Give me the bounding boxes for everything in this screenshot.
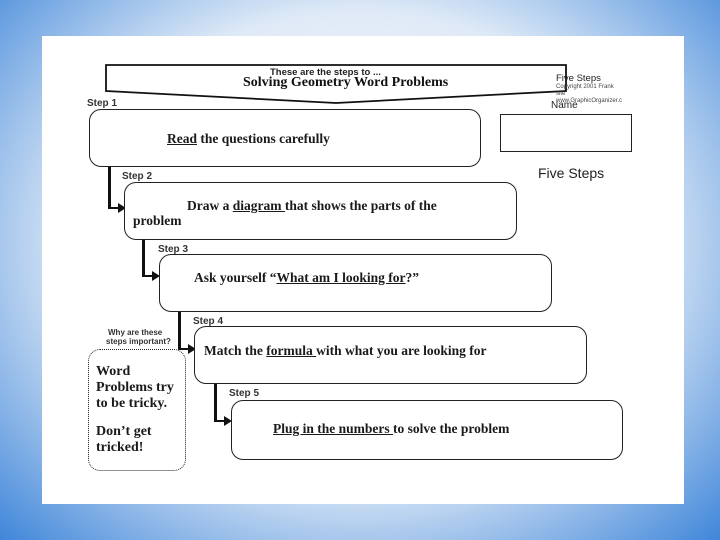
arrow-2-vertical	[142, 240, 145, 276]
step-4-pre: Match the	[204, 343, 267, 358]
arrow-1-vertical	[108, 167, 111, 208]
step-5-text: Plug in the numbers to solve the problem	[273, 421, 509, 437]
step-4-label: Step 4	[193, 316, 224, 327]
side-body-line4: Don’t get	[96, 424, 152, 439]
banner-title: Solving Geometry Word Problems	[243, 75, 449, 90]
step-1-keyword: Read	[167, 131, 197, 146]
arrow-3-vertical	[178, 312, 181, 349]
step-3-keyword: What am I looking for	[276, 270, 406, 285]
step-1-post: the questions carefully	[197, 131, 330, 146]
banner-top-line: These are the steps to ...	[270, 67, 381, 78]
step-2-pre: Draw a	[187, 198, 233, 213]
side-body-line1: Word	[96, 364, 131, 379]
side-body-line5: tricked!	[96, 440, 144, 455]
arrow-4-head	[224, 416, 232, 426]
five-steps-large: Five Steps	[538, 165, 605, 181]
arrow-4-horizontal	[214, 420, 227, 422]
arrow-1-head	[118, 203, 126, 213]
step-4-keyword: formula	[266, 343, 317, 358]
step-3-pre: Ask yourself “	[194, 270, 277, 285]
step-3-label: Step 3	[158, 244, 189, 255]
step-2-text: Draw a diagram that shows the parts of t…	[187, 198, 437, 214]
side-note-box	[88, 349, 186, 471]
name-field[interactable]	[500, 114, 632, 152]
arrow-1-horizontal	[108, 207, 120, 209]
arrow-3-head	[188, 344, 196, 354]
side-body-line3: to be tricky.	[96, 396, 168, 411]
side-question-line1: Why are these	[108, 328, 163, 337]
step-2-post: that shows the parts of the	[284, 198, 437, 213]
step-1-box	[89, 109, 481, 167]
step-3-box	[159, 254, 552, 312]
step-1-text: Read the questions carefully	[167, 131, 330, 147]
copyright-text: Copyright 2001 Frank	[556, 84, 614, 90]
arrow-2-head	[152, 271, 160, 281]
banner-shape	[105, 64, 567, 104]
step-1-label: Step 1	[87, 98, 118, 109]
step-4-text: Match the formula with what you are look…	[204, 343, 487, 359]
side-body-line2: Problems try	[96, 380, 174, 395]
step-5-box	[231, 400, 623, 460]
site-text: site	[556, 91, 566, 97]
slide: These are the steps to ... Solving Geome…	[42, 36, 684, 504]
step-2-keyword: diagram	[232, 198, 285, 213]
step-4-box	[194, 326, 587, 384]
step-2-label: Step 2	[122, 171, 153, 182]
step-2-box	[124, 182, 517, 240]
arrow-2-horizontal	[142, 275, 154, 277]
step-5-label: Step 5	[229, 388, 260, 399]
arrow-4-vertical	[214, 384, 217, 421]
side-note-text: Word Problems try to be tricky. Don’t ge…	[96, 364, 174, 456]
step-3-post: ?”	[405, 270, 420, 285]
step-2-line2: problem	[133, 213, 182, 228]
side-question-line2: steps important?	[106, 337, 171, 346]
url-text: www.GraphicOrganizer.c	[556, 98, 623, 104]
arrow-3-horizontal	[178, 348, 191, 350]
name-label: Name	[551, 100, 578, 111]
step-3-text: Ask yourself “What am I looking for?”	[194, 270, 419, 286]
step-4-post: with what you are looking for	[316, 343, 487, 358]
five-steps-small: Five Steps	[556, 73, 601, 84]
step-5-keyword: Plug in the numbers	[273, 421, 394, 436]
step-5-post: to solve the problem	[393, 421, 510, 436]
